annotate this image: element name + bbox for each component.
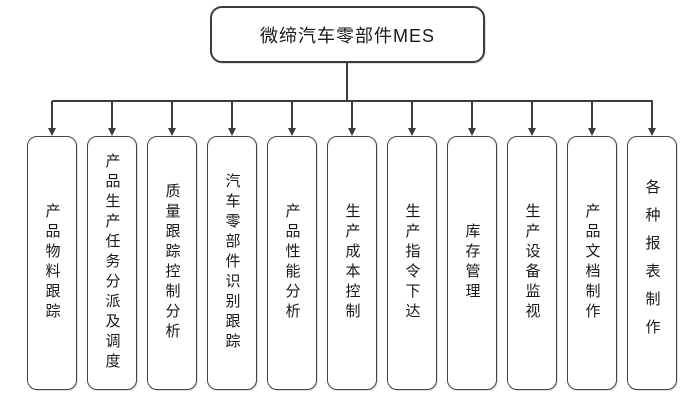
connector-stem <box>346 62 348 101</box>
connector-arrow-7 <box>408 101 416 136</box>
branch-node-product-material-tracking: 产品物料跟踪 <box>27 136 77 390</box>
branch-label: 产品生产任务分派及调度 <box>103 153 121 373</box>
root-node-label: 微缔汽车零部件MES <box>259 25 435 46</box>
root-node: 微缔汽车零部件MES <box>210 6 485 63</box>
branch-label: 产品物料跟踪 <box>43 203 61 323</box>
connector-arrow-1 <box>48 101 56 136</box>
branch-label: 汽车零部件识别跟踪 <box>223 173 241 353</box>
branch-node-equipment-monitoring: 生产设备监视 <box>507 136 557 390</box>
branch-node-quality-tracking-control: 质量跟踪控制分析 <box>147 136 197 390</box>
branch-node-auto-parts-id-tracking: 汽车零部件识别跟踪 <box>207 136 257 390</box>
branch-label: 产品性能分析 <box>283 203 301 323</box>
branch-label: 库存管理 <box>463 223 481 303</box>
branch-label: 质量跟踪控制分析 <box>163 183 181 343</box>
branch-label: 产品文档制作 <box>583 203 601 323</box>
branch-node-product-documentation: 产品文档制作 <box>567 136 617 390</box>
branch-node-inventory-management: 库存管理 <box>447 136 497 390</box>
branch-label: 各种报表制作 <box>643 179 661 347</box>
branch-label: 生产设备监视 <box>523 203 541 323</box>
connector-arrow-9 <box>528 101 536 136</box>
branch-row: 产品物料跟踪 产品生产任务分派及调度 质量跟踪控制分析 汽车零部件识别跟踪 产品… <box>27 136 677 390</box>
branch-node-product-performance-analysis: 产品性能分析 <box>267 136 317 390</box>
connector-arrow-2 <box>108 101 116 136</box>
connector-arrow-4 <box>228 101 236 136</box>
branch-node-task-dispatch-scheduling: 产品生产任务分派及调度 <box>87 136 137 390</box>
connector-arrow-11 <box>648 101 656 136</box>
branch-label: 生产指令下达 <box>403 203 421 323</box>
connector-arrow-6 <box>348 101 356 136</box>
connector-arrow-5 <box>288 101 296 136</box>
connector-arrow-10 <box>588 101 596 136</box>
branch-label: 生产成本控制 <box>343 203 361 323</box>
branch-node-production-order-issue: 生产指令下达 <box>387 136 437 390</box>
connector-arrow-8 <box>468 101 476 136</box>
branch-node-production-cost-control: 生产成本控制 <box>327 136 377 390</box>
connector-arrow-3 <box>168 101 176 136</box>
branch-node-report-creation: 各种报表制作 <box>627 136 677 390</box>
